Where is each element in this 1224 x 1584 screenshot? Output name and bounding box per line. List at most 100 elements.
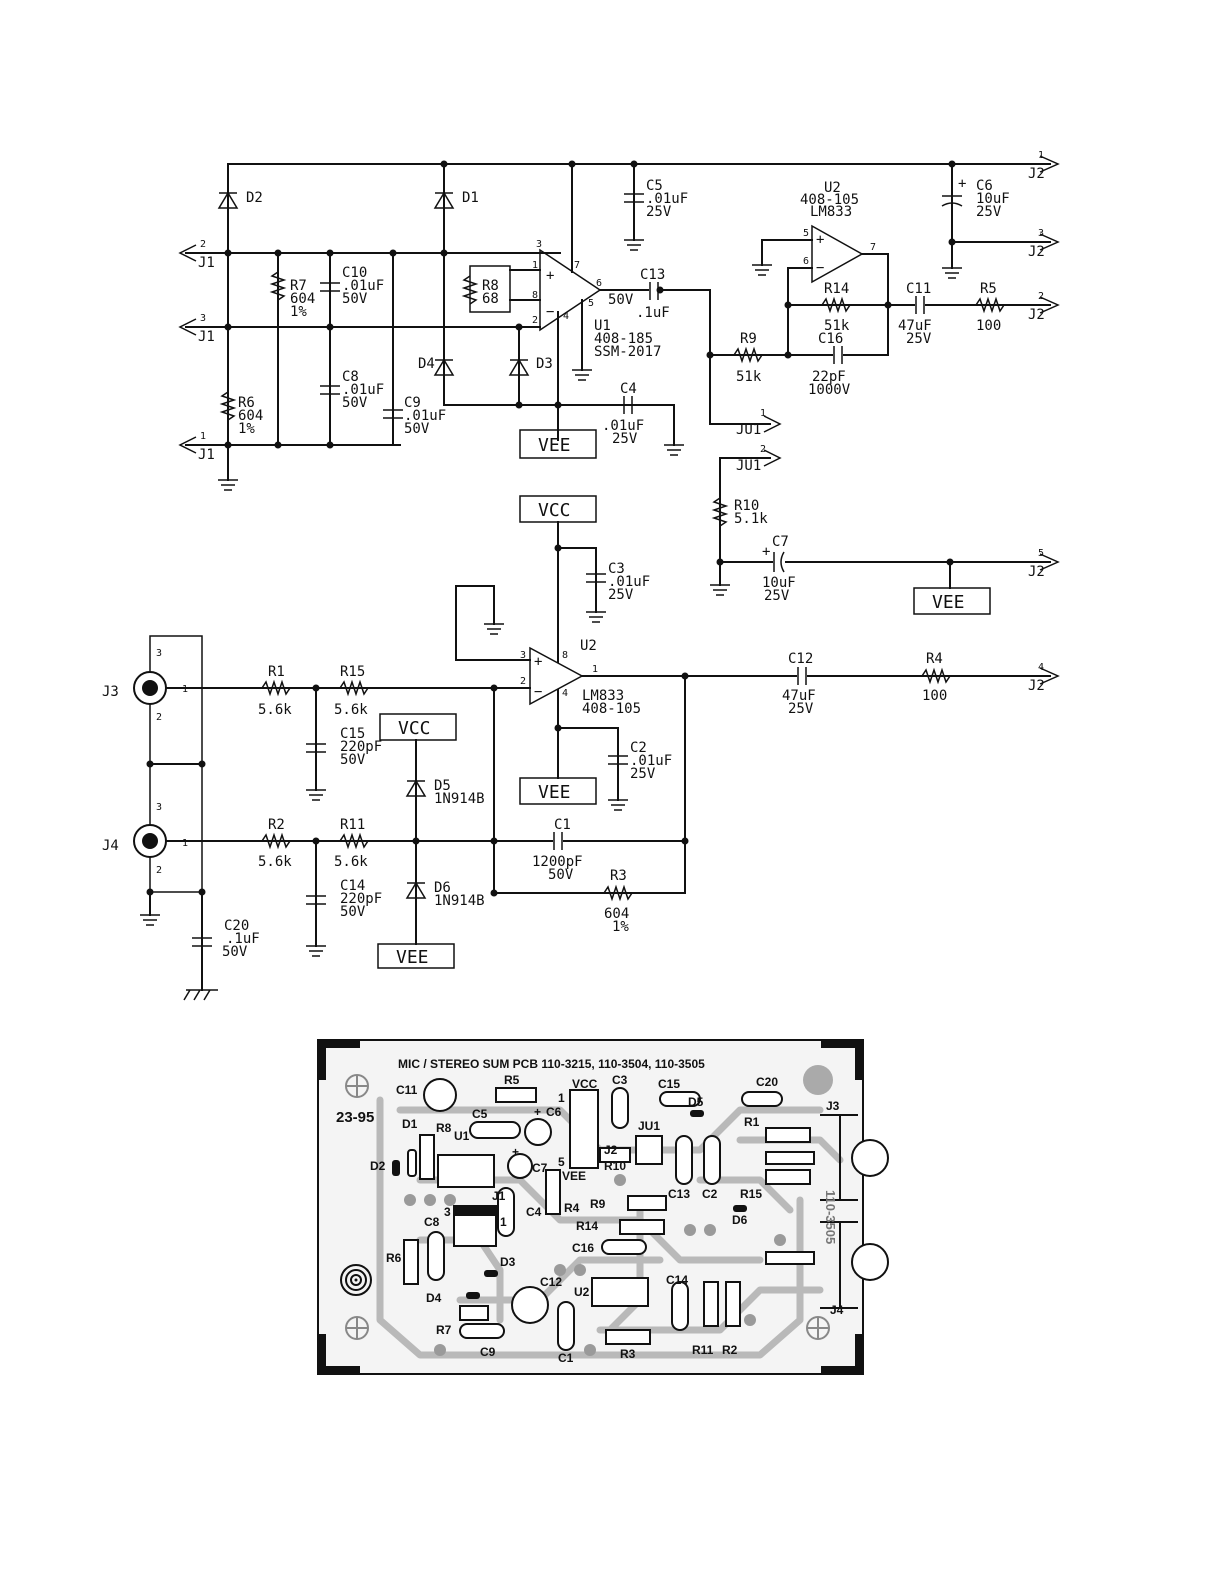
pcb-corner-br <box>821 1334 863 1374</box>
junction-dot <box>948 238 956 246</box>
u2b-plus-sign: + <box>534 654 542 670</box>
r3-tol: 1% <box>612 919 629 935</box>
j3-label: J3 <box>102 684 119 700</box>
capacitor-c4-symbol <box>623 396 633 414</box>
junction-dot <box>389 249 397 257</box>
j2-pin2-arrow <box>1039 296 1060 314</box>
pcb-trace <box>416 1236 504 1324</box>
c3-volt: 25V <box>608 587 634 603</box>
pcb-layout: MIC / STEREO SUM PCB 110-3215, 110-3504,… <box>317 1039 889 1375</box>
vee-box-bottom <box>377 943 455 969</box>
u2b-pin2: 2 <box>520 676 526 687</box>
resistor-r11-symbol <box>339 832 369 850</box>
pcb-label-ju1: JU1 <box>638 1119 660 1133</box>
pcb-label-r15: R15 <box>740 1187 762 1201</box>
pcb-r8-outline <box>419 1134 435 1180</box>
c8-label: C8 <box>342 369 359 385</box>
pcb-pad <box>424 1194 436 1206</box>
c7-label: C7 <box>772 534 789 550</box>
j1-pin2-label: J1 <box>198 255 215 271</box>
r8-box <box>469 265 511 313</box>
u2a-type: LM833 <box>810 204 852 220</box>
pcb-c1-outline <box>557 1301 575 1351</box>
u2a-pin6: 6 <box>803 256 809 267</box>
c6-label: C6 <box>976 178 993 194</box>
r6-label: R6 <box>238 395 255 411</box>
c5-label: C5 <box>646 178 663 194</box>
pcb-pad <box>614 1174 626 1186</box>
c6-plus: + <box>958 176 966 192</box>
capacitor-c9-symbol <box>383 409 403 419</box>
pcb-label-u1: U1 <box>454 1129 470 1143</box>
j1-pin1-number: 1 <box>200 431 206 442</box>
u2b-minus-sign: − <box>534 684 542 700</box>
c12-value: 47uF <box>782 688 816 704</box>
c12-label: C12 <box>788 651 813 667</box>
pcb-label-c12: C12 <box>540 1275 562 1289</box>
pcb-r15-outline <box>765 1169 811 1185</box>
u2a-pin7: 7 <box>870 242 876 253</box>
pcb-r10-outline <box>599 1147 631 1163</box>
junction-dot <box>274 249 282 257</box>
pcb-r6-outline <box>403 1239 419 1285</box>
d5-value: 1N914B <box>434 791 485 807</box>
pcb-label-c15: C15 <box>658 1077 680 1091</box>
r9-value: 51k <box>736 369 762 385</box>
capacitor-c10-symbol <box>320 282 340 292</box>
diode-d6-symbol <box>405 881 427 899</box>
pcb-j4-contact <box>765 1251 815 1265</box>
pcb-label-r6: R6 <box>386 1251 402 1265</box>
diode-d3-symbol <box>508 358 530 376</box>
r15-value: 5.6k <box>334 702 368 718</box>
capacitor-c16-symbol <box>833 346 843 364</box>
u1-pin7: 7 <box>574 260 580 271</box>
pcb-label-r11: R11 <box>692 1343 714 1357</box>
pcb-pad <box>704 1224 716 1236</box>
junction-dot <box>274 441 282 449</box>
c20-label: C20 <box>224 918 249 934</box>
pcb-j2-outline <box>569 1089 599 1169</box>
pcb-label-j3: J3 <box>826 1099 840 1113</box>
junction-dot <box>630 160 638 168</box>
r11-value: 5.6k <box>334 854 368 870</box>
r1-label: R1 <box>268 664 285 680</box>
pcb-label-d5: D5 <box>688 1095 704 1109</box>
pcb-c16-outline <box>601 1239 647 1255</box>
resistor-r4-symbol <box>921 667 951 685</box>
pcb-label-j2: J2 <box>604 1143 618 1157</box>
c11-label: C11 <box>906 281 931 297</box>
r3-value: 604 <box>604 906 629 922</box>
j3-pin3: 3 <box>156 648 162 659</box>
j2-pin2-number: 2 <box>1038 291 1044 302</box>
ground-symbol-u2b-plus <box>484 623 504 635</box>
pcb-label-r1: R1 <box>744 1115 760 1129</box>
c4-volt: 25V <box>612 431 638 447</box>
d1-label: D1 <box>462 190 479 206</box>
r11-label: R11 <box>340 817 365 833</box>
pcb-c3-outline <box>611 1087 629 1129</box>
r8-value: 68 <box>482 291 499 307</box>
pcb-c14-outline <box>671 1281 689 1331</box>
pcb-d6-outline <box>733 1205 747 1212</box>
pcb-label-c13: C13 <box>668 1187 690 1201</box>
c11-value: 47uF <box>898 318 932 334</box>
vcc-box-mid <box>379 713 457 741</box>
pcb-date-code: 23-95 <box>336 1109 374 1126</box>
pcb-r2-outline <box>725 1281 741 1327</box>
pcb-pad <box>684 1224 696 1236</box>
junction-dot <box>490 837 498 845</box>
u2a-part: 408-105 <box>800 192 859 208</box>
pcb-label-r7: R7 <box>436 1323 452 1337</box>
c13-label: C13 <box>640 267 665 283</box>
pcb-corner-bl <box>318 1334 360 1374</box>
pcb-label-d3: D3 <box>500 1255 516 1269</box>
u2a-ref: U2 <box>824 180 841 196</box>
ground-symbol-c3 <box>586 611 606 623</box>
pcb-pad <box>744 1314 756 1326</box>
capacitor-c20-symbol <box>192 937 212 947</box>
capacitor-c11-symbol <box>915 296 925 314</box>
junction-dot <box>656 286 664 294</box>
capacitor-c7-symbol <box>773 551 785 573</box>
u2b-pin1: 1 <box>592 664 598 675</box>
